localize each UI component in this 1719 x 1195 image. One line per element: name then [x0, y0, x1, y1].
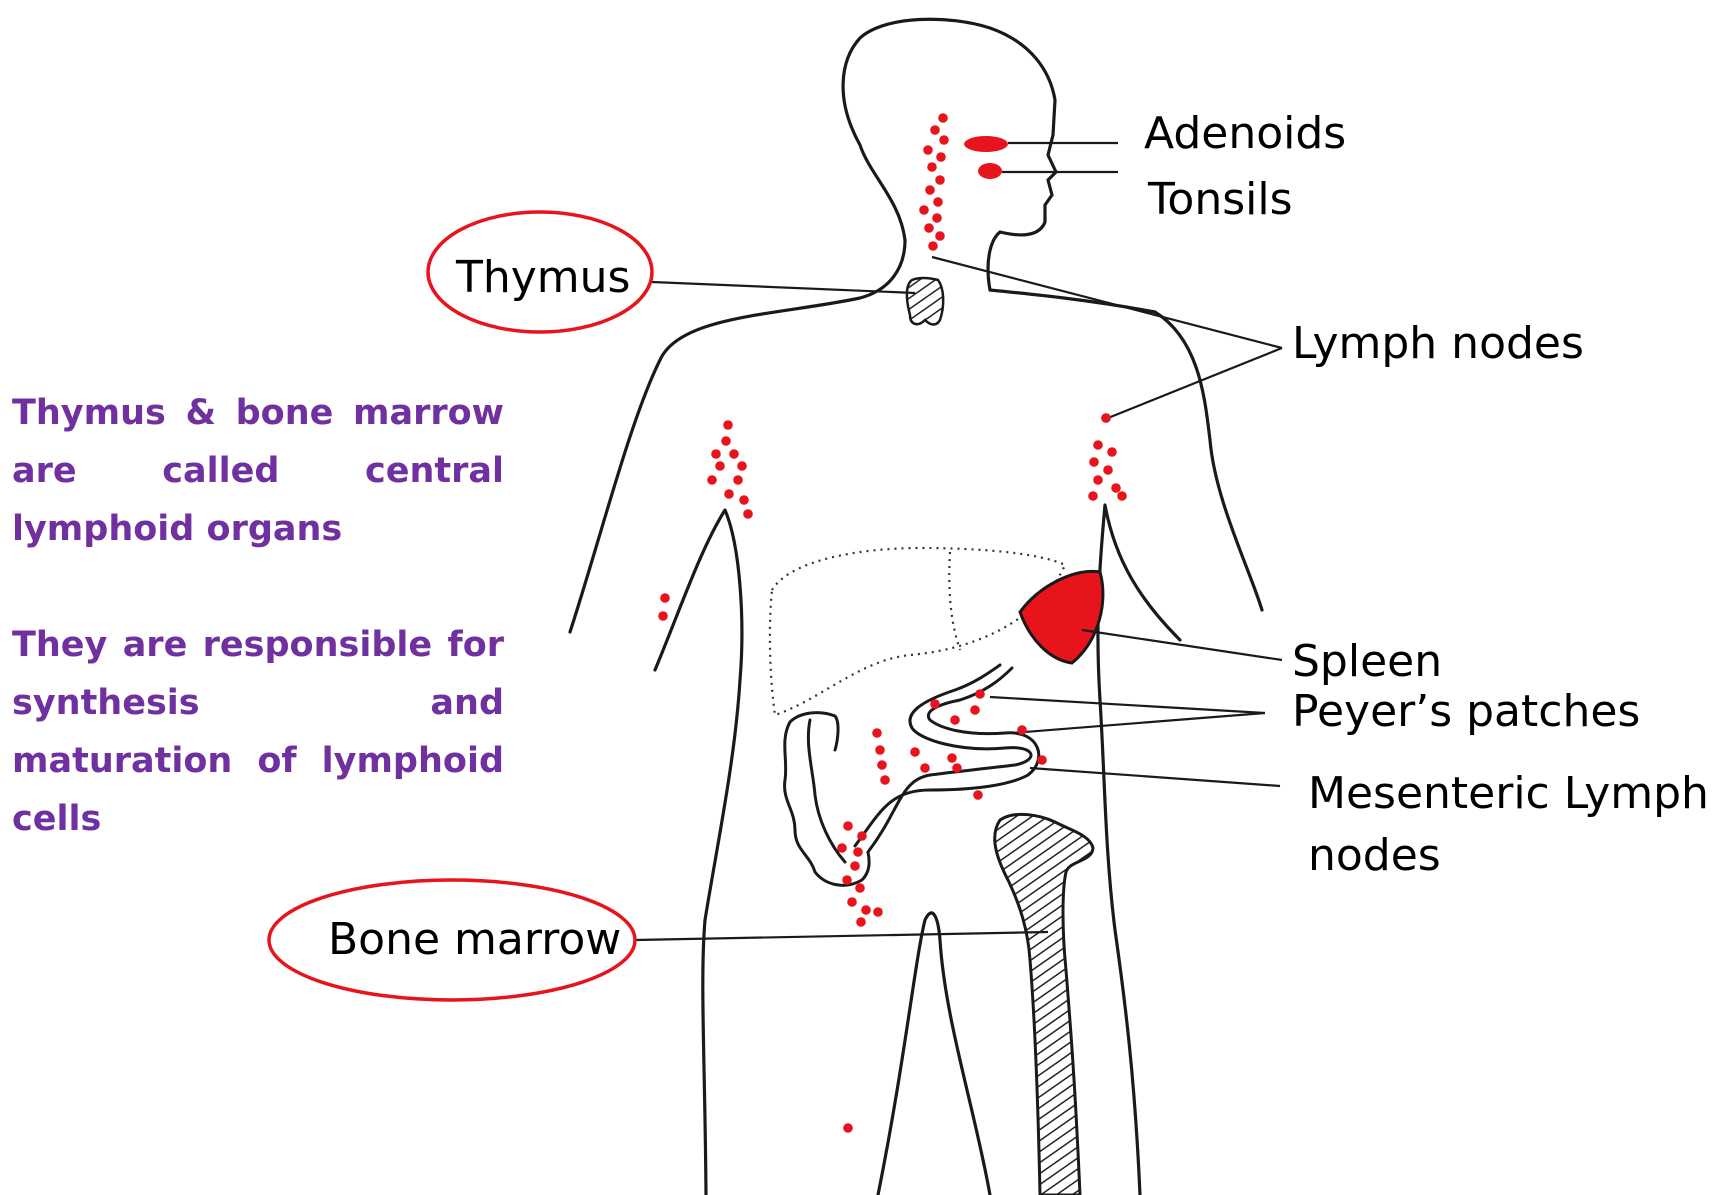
lymph-node-dot: [935, 231, 945, 241]
spleen-leader: [1082, 630, 1282, 660]
lymph-node-dot: [936, 152, 946, 162]
lymph-node-dot: [932, 213, 942, 223]
lymph-node-dot: [973, 790, 983, 800]
lymph-node-dot: [842, 875, 852, 885]
lymph-node-dot: [837, 843, 847, 853]
thymus-organ: [907, 278, 943, 324]
lymph-node-dot: [930, 699, 940, 709]
lymph-node-dot: [1103, 465, 1113, 475]
lymph-node-dot: [947, 753, 957, 763]
torso-right-outline: [990, 290, 1262, 610]
lymph-node-dot: [1037, 755, 1047, 765]
lymph-node-dot: [875, 745, 885, 755]
lymph-node-dot: [872, 728, 882, 738]
colon-outer: [785, 722, 870, 885]
tonsils-organ: [978, 163, 1002, 179]
lymph-node-dot: [928, 241, 938, 251]
femur-bone: [995, 814, 1093, 1195]
bone-marrow-label: Bone marrow: [328, 918, 621, 962]
lymph-node-dot: [847, 897, 857, 907]
lymph-node-dot: [853, 847, 863, 857]
lymph-nodes-label: Lymph nodes: [1292, 322, 1584, 366]
lymph-node-dot: [938, 113, 948, 123]
lymph-node-dot: [733, 475, 743, 485]
peyers-patches-label: Peyer’s patches: [1292, 690, 1640, 734]
lymph-node-dot: [1101, 413, 1111, 423]
lymph-node-dot: [1117, 491, 1127, 501]
lymph-node-dot: [873, 907, 883, 917]
lymph-node-dot: [724, 489, 734, 499]
mesenteric-nodes-label: nodes: [1308, 834, 1441, 878]
lymph-node-dot: [1089, 457, 1099, 467]
peyers-leader-upper: [990, 697, 1265, 713]
lymph-node-dot: [930, 125, 940, 135]
central-organs-note: Thymus & bone marrow are called central …: [12, 384, 504, 558]
crotch-outline: [878, 913, 990, 1195]
lymph-node-dot: [910, 747, 920, 757]
lymph-node-dot: [923, 145, 933, 155]
colon-inner: [808, 720, 845, 862]
lymph-node-dot: [715, 461, 725, 471]
lymph-node-dot: [1093, 440, 1103, 450]
lymph-node-dot: [721, 436, 731, 446]
lymph-node-dot: [707, 475, 717, 485]
responsibility-note: They are responsible for synthesis and m…: [12, 616, 504, 848]
lymph-node-dot: [850, 861, 860, 871]
liver: [770, 548, 1065, 715]
lymph-node-dot: [660, 593, 670, 603]
lymph-node-dot: [927, 162, 937, 172]
adenoids-organ: [964, 136, 1008, 152]
lymph-node-dot: [880, 775, 890, 785]
lymph-node-dot: [933, 197, 943, 207]
lymph-node-dot: [737, 461, 747, 471]
colon-top: [790, 713, 838, 750]
lymph-node-dot: [856, 917, 866, 927]
lymph-node-dot: [857, 831, 867, 841]
lymph-node-dot: [925, 185, 935, 195]
lymph-node-dot: [1093, 475, 1103, 485]
peyers-leader-lower: [1012, 713, 1265, 733]
right-arm-inner: [1098, 505, 1180, 1195]
lymph-node-dot: [861, 905, 871, 915]
lymph-node-dot: [729, 449, 739, 459]
lymph-node-dot: [743, 509, 753, 519]
left-arm-inner: [655, 510, 742, 1195]
lymph-node-dot: [950, 715, 960, 725]
adenoids-label: Adenoids: [1144, 112, 1346, 156]
lymph-node-dot: [1107, 447, 1117, 457]
lymph-node-dot: [970, 705, 980, 715]
liver-lobe-line: [949, 552, 960, 650]
lymph-node-dot: [658, 611, 668, 621]
lymph-node-dot: [855, 883, 865, 893]
mesenteric-lymph-label: Mesenteric Lymph: [1308, 772, 1709, 816]
mesenteric-leader: [1030, 768, 1280, 786]
thymus-leader: [652, 282, 915, 293]
lymph-node-dot: [711, 449, 721, 459]
lymph-node-dot: [1088, 491, 1098, 501]
lymph-node-dot: [739, 495, 749, 505]
tonsils-label: Tonsils: [1148, 178, 1293, 222]
lymph-node-dot: [939, 135, 949, 145]
lymph-node-dot: [1017, 725, 1027, 735]
lymph-node-dot: [920, 763, 930, 773]
spleen-organ: [1020, 571, 1103, 663]
lymph-node-dot: [877, 760, 887, 770]
lymph-node-dot: [843, 821, 853, 831]
lymph-node-dot: [723, 420, 733, 430]
head-outline: [843, 19, 1056, 290]
lymph-node-dot: [1111, 483, 1121, 493]
spleen-label: Spleen: [1292, 640, 1442, 684]
lymph-node-dot: [935, 175, 945, 185]
lymph-node-dot: [952, 763, 962, 773]
thymus-label: Thymus: [456, 256, 630, 300]
lymph-node-dot: [919, 205, 929, 215]
lymph-node-dot: [924, 223, 934, 233]
lymph-node-dot: [975, 689, 985, 699]
lymph-nodes-leader-lower: [1108, 348, 1282, 418]
lymph-node-dot: [843, 1123, 853, 1133]
bone-marrow-leader: [636, 932, 1048, 940]
lymph-nodes-leader-upper: [932, 257, 1282, 348]
